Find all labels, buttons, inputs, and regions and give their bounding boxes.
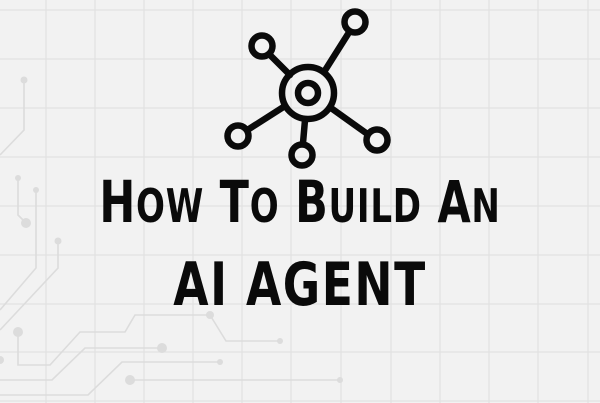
- title-word-to: TO: [219, 168, 280, 236]
- title-line-1: HOW TO BUILD AN: [78, 168, 522, 236]
- title-word-an: AN: [437, 168, 501, 236]
- title-line-2: AI AGENT: [173, 250, 427, 320]
- title-word-build: BUILD: [295, 168, 422, 236]
- title-word-how: HOW: [99, 168, 204, 236]
